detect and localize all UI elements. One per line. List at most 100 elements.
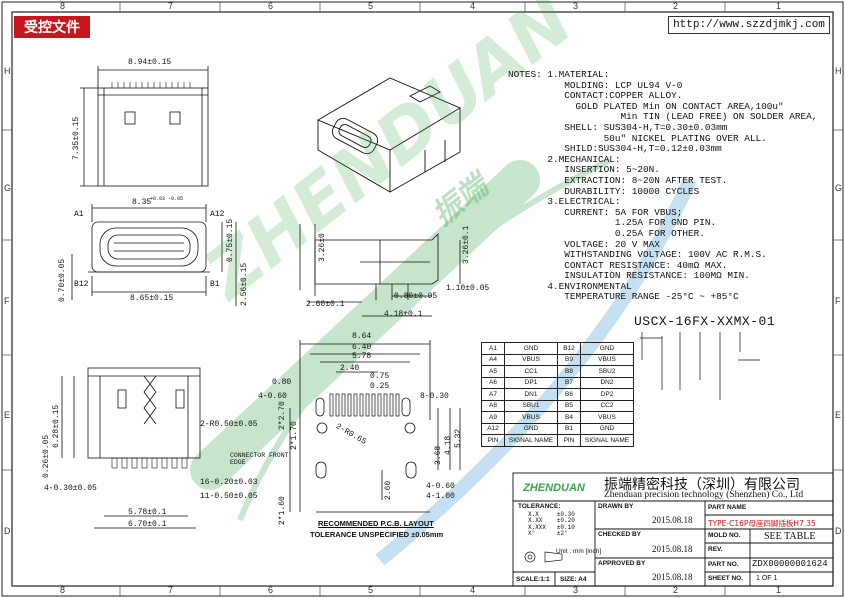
part-name-label: PART NAME	[708, 504, 747, 511]
projection-symbol	[524, 551, 563, 563]
tolerance-row: X.XXX ±0.10	[528, 523, 575, 531]
dim-side-326: 3.26±0	[318, 233, 327, 262]
company-name-cn: 振端精密科技（深圳）有限公司	[604, 477, 800, 493]
ruler-left-E: E	[4, 410, 11, 420]
dim-bottom-020: 16-0.20±0.03	[200, 478, 258, 487]
ruler-top-6: 6	[268, 1, 274, 11]
dim-front-256: 2.56±0.15	[240, 262, 249, 306]
ruler-left-H: H	[4, 66, 11, 76]
ruler-bottom-6: 6	[268, 585, 274, 595]
ruler-bottom-3: 3	[573, 585, 579, 595]
ruler-left-D: D	[4, 526, 11, 536]
signal-name-cell: SIGNAL NAME	[580, 434, 634, 447]
notes-heading: NOTES:	[508, 69, 542, 80]
dim-front-070: 0.70±0.05	[58, 258, 67, 302]
dim-pcb-578: 5.78	[352, 352, 372, 361]
size-label: SIZE: A4	[560, 576, 587, 583]
signal-pin-cell: B6	[557, 388, 581, 401]
dim-pcb-368: 3.68	[434, 445, 443, 465]
notes-line: TEMPERATURE RANGE -25°C ~ +85°C	[564, 291, 739, 303]
dim-pcb-2160: 2*1.60	[278, 496, 287, 525]
signal-name-cell: GND	[504, 342, 558, 355]
approved-date: 2015.08.18	[652, 572, 693, 582]
ruler-left-F: F	[4, 296, 10, 306]
dim-side-080: 0.80±0.05	[394, 292, 438, 301]
dim-front-width-top-tol: +0.03 -0.05	[150, 196, 184, 202]
dim-pcb-532: 5.32	[454, 428, 463, 448]
notes-line: Min TIN (LEAD FREE) ON SOLDER AREA,	[620, 111, 818, 123]
bottom-view	[61, 367, 201, 529]
notes-line: INSERTION: 5~20N.	[564, 164, 660, 176]
notes-line: 1.25A FOR GND PIN.	[614, 217, 717, 229]
notes-line: GOLD PLATED Min ON CONTACT AREA,100u"	[575, 100, 784, 112]
iso-view	[316, 77, 461, 193]
signal-name-cell: GND	[580, 342, 634, 355]
signal-pin-cell: A7	[481, 388, 505, 401]
dim-bottom-670: 6.70±0.1	[128, 520, 167, 529]
signal-pin-cell: PIN	[557, 434, 581, 447]
dim-bottom-030: 4-0.30±0.05	[44, 484, 97, 493]
notes-line: DURABILITY: 10000 CYCLES	[564, 185, 700, 197]
ruler-bottom-5: 5	[368, 585, 374, 595]
tolerance-label: TOLERANCE:	[518, 503, 561, 510]
dim-pcb-4060b: 4-0.60	[426, 482, 455, 491]
signal-name-cell: VBUS	[504, 411, 558, 424]
signal-name-cell: DP2	[580, 388, 634, 401]
dim-pcb-025: 0.25	[370, 382, 390, 391]
notes-line: MOLDING: LCP UL94 V-0	[564, 79, 683, 91]
signal-name-cell: VBUS	[504, 353, 558, 366]
part-number-code: USCX-16FX-XXMX-01	[634, 314, 776, 329]
dim-pcb-640: 6.40	[352, 343, 372, 352]
dim-side-326r: 3.26±0.1	[462, 225, 471, 264]
dim-pcb-240: 2.40	[340, 364, 360, 373]
signal-pin-cell: PIN	[481, 434, 505, 447]
ruler-right-E: E	[835, 410, 842, 420]
signal-pin-cell: B9	[557, 353, 581, 366]
notes-line: SHELL: SUS304-H,T=0.30±0.03mm	[564, 121, 728, 133]
ruler-top-7: 7	[168, 1, 174, 11]
ruler-right-G: G	[835, 183, 843, 193]
dim-pcb-864: 8.64	[352, 332, 372, 341]
ruler-top-3: 3	[573, 1, 579, 11]
signal-pin-cell: B8	[557, 365, 581, 378]
signal-name-cell: SBU2	[580, 365, 634, 378]
notes-line: 0.25A FOR OTHER.	[614, 227, 705, 239]
signal-pin-cell: A5	[481, 365, 505, 378]
ruler-bottom-7: 7	[168, 585, 174, 595]
website-url[interactable]: http://www.szzdjmkj.com	[668, 16, 830, 34]
side-view	[299, 224, 461, 317]
ruler-left-G: G	[4, 183, 12, 193]
drawn-by-label: DRAWN BY	[598, 503, 634, 510]
unit-label: Unit : mm [inch]	[556, 548, 602, 555]
ruler-right-H: H	[835, 66, 842, 76]
dim-bottom-2r: 2-R0.50±0.05	[200, 420, 258, 429]
dim-bottom-050: 11-0.50±0.05	[200, 492, 258, 501]
signal-name-cell: DP1	[504, 376, 558, 389]
dim-pcb-4100: 4-1.00	[426, 492, 455, 501]
signal-pin-cell: A6	[481, 376, 505, 389]
ruler-bottom-4: 4	[470, 585, 476, 595]
dim-pcb-075: 0.75	[370, 372, 390, 381]
signal-pin-cell: A4	[481, 353, 505, 366]
part-name: TYPE-C16P母座四脚插板H7.35	[708, 519, 816, 528]
pcb-tolerance-note: TOLERANCE UNSPECIFIED ±0.05mm	[310, 530, 444, 539]
dim-pcb-8030: 8-0.30	[420, 392, 449, 401]
signal-name-cell: CC2	[580, 399, 634, 412]
signal-name-cell: VBUS	[580, 353, 634, 366]
signal-pin-cell: A9	[481, 411, 505, 424]
signal-name-cell: DN2	[580, 376, 634, 389]
approved-by-label: APPROVED BY	[598, 560, 646, 567]
ruler-top-2: 2	[673, 1, 679, 11]
label-connector-front-edge: CONNECTOR FRONT EDGE	[230, 452, 289, 466]
signal-name-cell: CC1	[504, 365, 558, 378]
dim-bottom-578: 5.78±0.1	[128, 508, 167, 517]
scale-label: SCALE:1:1	[516, 576, 550, 583]
